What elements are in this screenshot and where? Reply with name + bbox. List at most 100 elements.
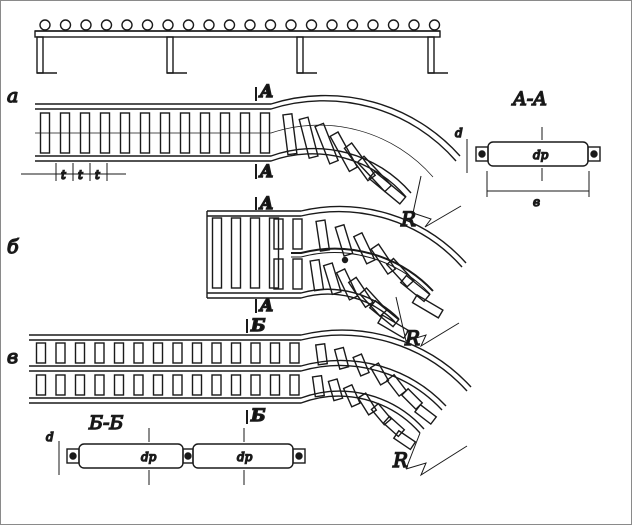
radius-b-marker xyxy=(395,296,460,348)
roller xyxy=(269,374,281,396)
roller xyxy=(382,415,406,438)
roller xyxy=(250,374,261,396)
cut-label-v-bottom: Б xyxy=(250,406,266,426)
roller xyxy=(211,342,222,364)
roller xyxy=(250,342,261,364)
radius-a-leader xyxy=(412,175,422,214)
rollers-v-outer xyxy=(35,342,438,426)
section-bb-dp1-label: dp xyxy=(141,450,157,464)
section-bb-d-label: d xyxy=(46,430,54,444)
section-bb-view xyxy=(58,428,306,485)
section-bb-right-bracket xyxy=(292,448,306,464)
section-bb-left-axle xyxy=(69,452,77,460)
roller xyxy=(172,342,183,364)
radius-v-marker xyxy=(405,432,468,477)
roller xyxy=(377,314,410,340)
elevation-roller xyxy=(141,19,154,31)
elevation-roller xyxy=(305,19,318,31)
top-rollers xyxy=(39,19,441,31)
roller xyxy=(211,217,223,289)
roller xyxy=(311,374,326,398)
roller xyxy=(314,343,329,366)
rail-a-inner-2 xyxy=(35,153,407,198)
roller xyxy=(385,257,415,288)
rail-b-inner-2 xyxy=(207,293,396,323)
roller xyxy=(370,402,393,426)
section-aa-d-label: d xyxy=(455,126,463,140)
roller xyxy=(191,374,203,396)
roller xyxy=(94,374,105,396)
roller xyxy=(159,112,171,154)
section-aa-left-bracket xyxy=(475,146,489,162)
section-aa-width-label: в xyxy=(533,195,540,209)
rail-b-inner-1 xyxy=(207,288,400,320)
roller xyxy=(369,362,390,386)
pitch-label-1: t xyxy=(61,168,66,182)
elevation-roller xyxy=(326,19,338,31)
rail-v-inner-2 xyxy=(29,395,421,434)
radius-b-break xyxy=(405,322,460,348)
roller xyxy=(55,374,66,396)
roller xyxy=(289,374,300,396)
cut-label-a-top: A xyxy=(258,82,273,102)
section-aa-dp-label: dp xyxy=(533,148,549,162)
rail-v-inner-1 xyxy=(29,390,425,430)
elevation-roller xyxy=(182,19,195,31)
roller xyxy=(358,287,388,318)
roller xyxy=(309,258,325,292)
radius-b-leader xyxy=(395,296,407,342)
roller xyxy=(133,342,144,364)
roller xyxy=(273,258,284,290)
roller xyxy=(230,374,242,396)
section-aa-left-axle xyxy=(478,150,486,158)
elevation-roller xyxy=(408,19,420,31)
roller xyxy=(249,217,261,289)
roller xyxy=(289,342,300,364)
roller xyxy=(211,374,222,396)
rail-a-outer-2 xyxy=(35,100,457,162)
elevation-roller xyxy=(39,19,51,31)
cut-label-a-bottom: A xyxy=(258,162,273,182)
cut-label-b-bottom: A xyxy=(258,296,273,316)
elevation-roller xyxy=(367,19,379,31)
roller xyxy=(219,112,231,154)
roller xyxy=(357,392,378,416)
leg-3 xyxy=(296,36,304,74)
roller xyxy=(314,122,340,165)
roller xyxy=(333,346,350,370)
pitch-label-2: t xyxy=(78,168,83,182)
side-elevation xyxy=(34,19,448,74)
roller xyxy=(179,112,191,154)
roller xyxy=(315,219,331,252)
elevation-roller xyxy=(387,19,400,31)
roller xyxy=(399,274,431,303)
roller xyxy=(352,353,370,377)
roller xyxy=(230,342,242,364)
roller xyxy=(259,112,271,154)
pitch-label-3: t xyxy=(95,168,100,182)
elevation-roller xyxy=(100,19,113,31)
roller xyxy=(79,112,91,154)
roller xyxy=(352,231,376,265)
section-bb-left-bracket xyxy=(66,448,80,464)
roller xyxy=(370,243,397,276)
rollers-a xyxy=(39,112,407,205)
elevation-roller xyxy=(346,19,359,31)
frame-beam xyxy=(34,30,441,38)
roller xyxy=(94,342,105,364)
roller xyxy=(35,374,47,396)
section-aa-right-axle xyxy=(590,150,598,158)
section-aa-right-bracket xyxy=(587,146,601,162)
elevation-roller xyxy=(80,19,92,31)
elevation-roller xyxy=(59,19,72,31)
roller xyxy=(292,258,303,290)
roller xyxy=(139,112,151,154)
roller xyxy=(74,342,86,364)
cut-label-b-top: A xyxy=(258,194,273,214)
label-variant-b: б xyxy=(7,236,19,258)
section-aa-title: A-A xyxy=(511,88,547,110)
rail-b-junction xyxy=(341,256,349,264)
section-bb-dp2-label: dp xyxy=(237,450,253,464)
